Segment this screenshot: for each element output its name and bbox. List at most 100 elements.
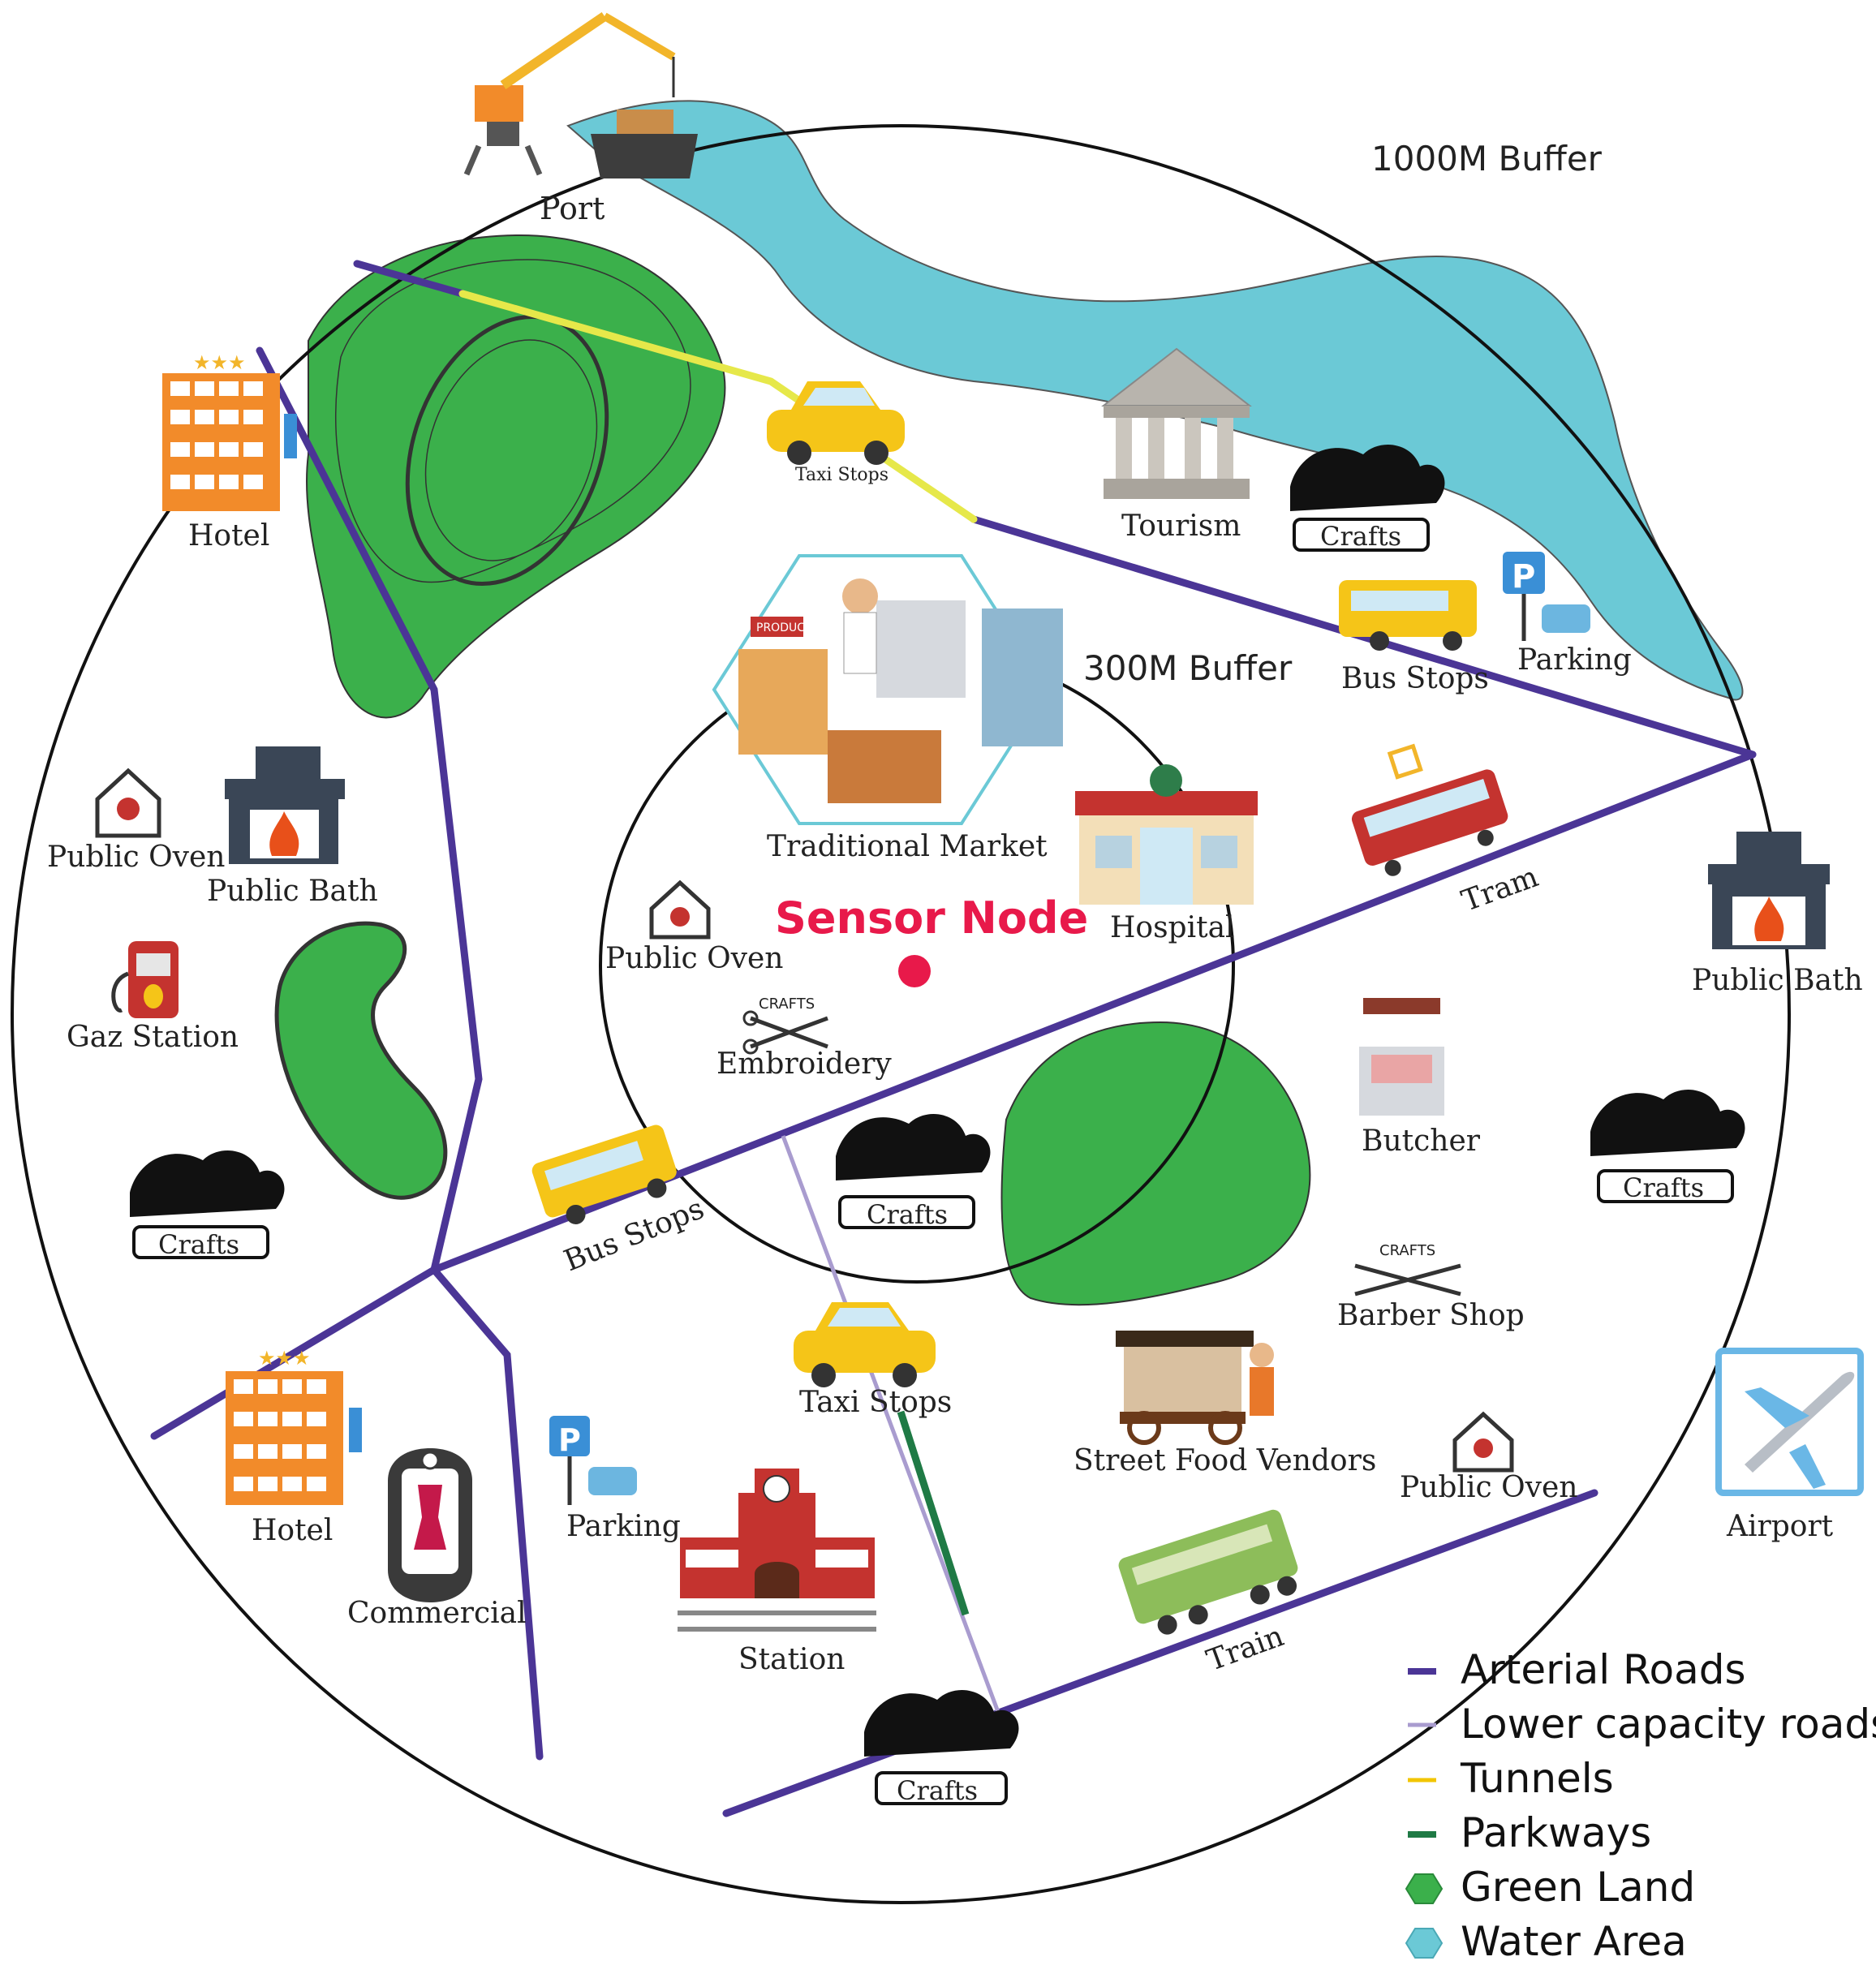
parking-top-icon: P — [1503, 552, 1590, 641]
public-oven-bottom-label: Public Oven — [1400, 1471, 1577, 1504]
butcher-label: Butcher — [1362, 1125, 1481, 1158]
crafts-center-icon — [836, 1114, 991, 1229]
train-icon — [1118, 1509, 1298, 1635]
svg-text:Lower capacity roads: Lower capacity roads — [1461, 1701, 1876, 1748]
taxi-bottom-label: Taxi Stops — [799, 1386, 952, 1419]
public-bath-left-label: Public Bath — [207, 875, 378, 908]
scissors-icon — [742, 1010, 828, 1055]
arterial-road-west — [256, 346, 544, 1761]
hotel-top-icon: ★★★ — [162, 351, 297, 511]
barber-scissors-icon — [1354, 1263, 1461, 1297]
public-bath-right-label: Public Bath — [1692, 964, 1863, 997]
taxi-bottom-icon — [794, 1302, 936, 1387]
bus-top-label: Bus Stops — [1341, 662, 1489, 695]
public-oven-center-label: Public Oven — [605, 942, 783, 975]
market-icon: PRODUCT — [712, 554, 1063, 825]
hotel-top-label: Hotel — [188, 519, 269, 553]
svg-text:Tunnels: Tunnels — [1460, 1755, 1614, 1802]
street-food-icon — [1116, 1331, 1274, 1445]
legend-item-water: Water Area — [1405, 1918, 1687, 1961]
arterial-road-south — [722, 1489, 1598, 1817]
legend-item-parkways: Parkways — [1408, 1809, 1651, 1856]
svg-text:Water Area: Water Area — [1461, 1918, 1687, 1961]
green-contour-2 — [424, 339, 598, 561]
gaz-station-label: Gaz Station — [67, 1021, 239, 1054]
butcher-icon — [1359, 998, 1444, 1116]
parking-bottom-label: Parking — [566, 1510, 681, 1543]
crafts-bottom-icon — [864, 1690, 1019, 1805]
barber-tag: CRAFTS — [1379, 1242, 1435, 1259]
green-land-north — [306, 234, 726, 719]
svg-text:Arterial Roads: Arterial Roads — [1461, 1646, 1746, 1693]
port-label: Port — [540, 191, 605, 226]
taxi-top-label: Taxi Stops — [795, 465, 889, 485]
station-label: Station — [738, 1643, 845, 1676]
public-oven-left-icon — [95, 768, 161, 838]
public-bath-left-icon — [225, 746, 345, 864]
hospital-icon — [1075, 764, 1258, 905]
arterial-road-nw — [353, 260, 467, 298]
tram-label: Tram — [1457, 860, 1543, 918]
parking-top-label: Parking — [1517, 643, 1632, 677]
market-label: Traditional Market — [767, 830, 1048, 863]
svg-text:Green Land: Green Land — [1461, 1864, 1695, 1911]
bus-top-icon — [1339, 580, 1477, 651]
parking-bottom-icon: P — [549, 1416, 637, 1505]
airport-icon[interactable] — [1715, 1348, 1864, 1496]
tourism-label: Tourism — [1121, 510, 1241, 543]
taxi-top-icon — [767, 381, 905, 465]
public-oven-bottom-icon — [1452, 1411, 1514, 1473]
barber-label: Barber Shop — [1337, 1299, 1525, 1332]
svg-text:Parkways: Parkways — [1461, 1809, 1651, 1856]
street-food-label: Street Food Vendors — [1074, 1444, 1376, 1477]
public-bath-right-icon — [1708, 832, 1830, 949]
tram-icon — [1351, 743, 1508, 876]
station-icon — [678, 1469, 876, 1632]
airport-label: Airport — [1726, 1510, 1834, 1543]
legend-item-green: Green Land — [1405, 1864, 1695, 1911]
crafts-top-icon — [1290, 445, 1445, 552]
crafts-top-label: Crafts — [1320, 521, 1401, 552]
green-land-east — [1000, 1021, 1311, 1306]
green-hexagon-icon — [1405, 1873, 1444, 1904]
svg-text:★★★: ★★★ — [258, 1347, 311, 1370]
tourism-icon — [1101, 347, 1252, 499]
svg-text:P: P — [1512, 558, 1535, 596]
crafts-right-label: Crafts — [1623, 1172, 1704, 1203]
parkway-road — [897, 1410, 970, 1616]
crafts-left-label: Crafts — [158, 1229, 239, 1260]
buffer-1000m-circle — [11, 124, 1791, 1904]
green-land-west — [274, 921, 448, 1200]
legend: Arterial Roads Lower capacity roads Tunn… — [1405, 1646, 1876, 1961]
gaz-station-icon — [111, 941, 179, 1018]
crafts-bottom-label: Crafts — [897, 1775, 978, 1806]
crafts-right-icon — [1590, 1090, 1745, 1203]
sensor-node-dot — [898, 955, 931, 987]
port-icon — [463, 12, 698, 178]
svg-text:PRODUCT: PRODUCT — [756, 621, 812, 634]
commercial-icon — [388, 1448, 472, 1602]
crafts-center-label: Crafts — [867, 1199, 948, 1230]
hotel-bottom-icon: ★★★ — [226, 1347, 362, 1505]
svg-text:★★★: ★★★ — [193, 351, 246, 374]
public-oven-left-label: Public Oven — [47, 841, 225, 874]
svg-text:P: P — [558, 1422, 581, 1458]
bus-mid-icon — [531, 1125, 677, 1224]
hospital-label: Hospital — [1110, 911, 1235, 944]
hotel-bottom-label: Hotel — [252, 1514, 333, 1547]
commercial-label: Commercial — [347, 1597, 527, 1630]
legend-item-lower: Lower capacity roads — [1408, 1701, 1876, 1748]
sensor-node-label: Sensor Node — [775, 892, 1088, 944]
tunnel-road — [458, 290, 978, 523]
embroidery-tag: CRAFTS — [759, 996, 815, 1013]
crafts-left-icon — [130, 1150, 285, 1259]
legend-item-arterial: Arterial Roads — [1408, 1646, 1746, 1693]
embroidery-label: Embroidery — [716, 1047, 892, 1081]
lower-capacity-road — [781, 1135, 1000, 1713]
train-label: Train — [1203, 1619, 1289, 1678]
public-oven-center-icon — [649, 879, 711, 940]
buffer-300m-label: 300M Buffer — [1083, 648, 1293, 688]
legend-item-tunnels: Tunnels — [1408, 1755, 1614, 1802]
water-hexagon-icon — [1405, 1928, 1444, 1959]
